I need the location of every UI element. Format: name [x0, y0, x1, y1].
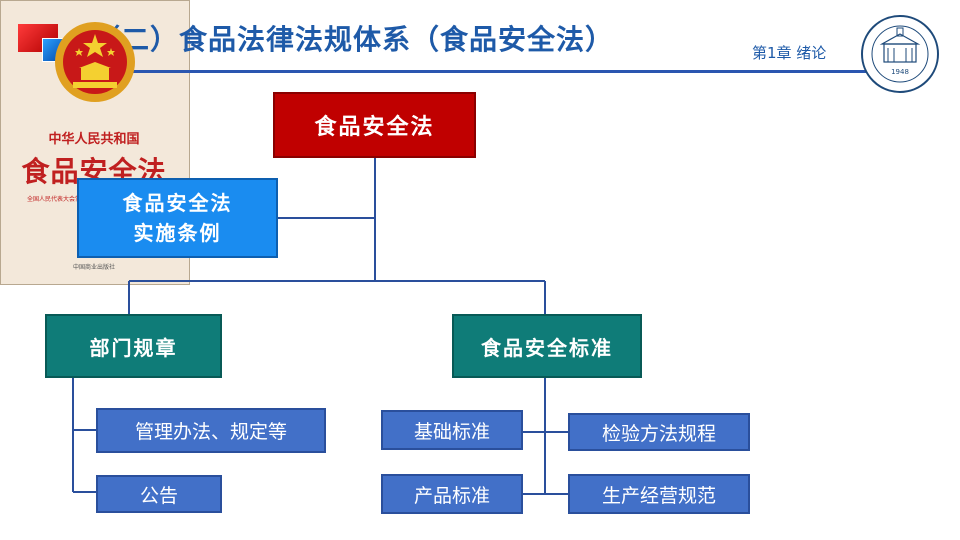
node-implementing-regulations: 食品安全法 实施条例: [77, 178, 278, 258]
leaf-product-standards: 产品标准: [381, 474, 523, 514]
book-publisher-line: 中华人民共和国: [48, 132, 140, 147]
node-food-safety-standards: 食品安全标准: [452, 314, 642, 378]
leaf-test-method-procedures: 检验方法规程: [568, 413, 750, 451]
node-food-safety-standards-label: 食品安全标准: [481, 335, 613, 360]
chapter-label: 第1章 绪论: [752, 44, 827, 62]
leaf-management-measures: 管理办法、规定等: [96, 408, 326, 453]
page-title: （二）食品法律法规体系（食品安全法）: [92, 23, 615, 56]
book-press-line: 中国商业出版社: [72, 264, 115, 271]
seal-year: 1948: [891, 68, 909, 76]
node-food-safety-law: 食品安全法: [273, 92, 476, 158]
node-implementing-regulations-label: 食品安全法 实施条例: [122, 191, 233, 245]
leaf-production-operation-specs: 生产经营规范: [568, 474, 750, 514]
university-seal-icon: 1948: [861, 15, 939, 93]
node-departmental-rules-label: 部门规章: [89, 335, 178, 360]
leaf-basic-standards: 基础标准: [381, 410, 523, 450]
node-food-safety-law-label: 食品安全法: [314, 115, 435, 140]
leaf-announcements: 公告: [96, 475, 222, 513]
national-emblem-icon: [55, 22, 135, 102]
node-departmental-rules: 部门规章: [45, 314, 222, 378]
header-divider: [80, 70, 870, 73]
